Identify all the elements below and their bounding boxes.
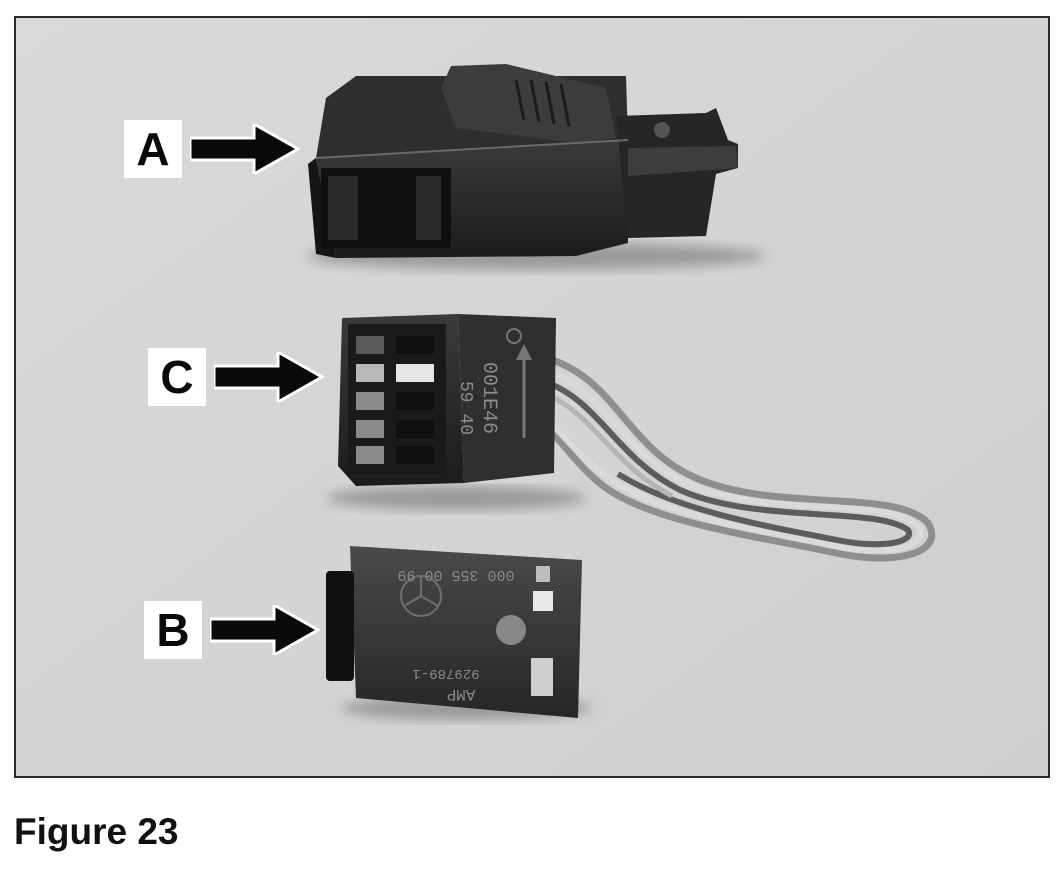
cover-b-manufacturer: AMP: [447, 685, 476, 703]
connector-c-part-number: 001E46: [477, 362, 500, 434]
arrow-right-icon: [210, 605, 320, 655]
callout-b: B: [144, 601, 320, 659]
wired-connector-c: 001E46 59 40: [326, 314, 936, 562]
callout-a-label: A: [124, 120, 182, 178]
cover-b-amp-part: 929789-1: [412, 665, 479, 681]
cover-b-part-number: 000 355 00 99: [397, 566, 514, 583]
callout-c: C: [148, 348, 324, 406]
connector-housing-a: [306, 64, 766, 270]
callout-c-label: C: [148, 348, 206, 406]
callout-b-label: B: [144, 601, 202, 659]
terminal-slots: [356, 336, 434, 464]
figure-caption: Figure 23: [14, 811, 179, 852]
connector-photo: 001E46 59 40 000 355 00 99 929789-1 AMP: [14, 16, 1050, 778]
connector-c-code: 59 40: [455, 381, 475, 435]
cover-b: 000 355 00 99 929789-1 AMP: [326, 546, 591, 720]
arrow-right-icon: [214, 352, 324, 402]
arrow-right-icon: [190, 124, 300, 174]
callout-a: A: [124, 120, 300, 178]
